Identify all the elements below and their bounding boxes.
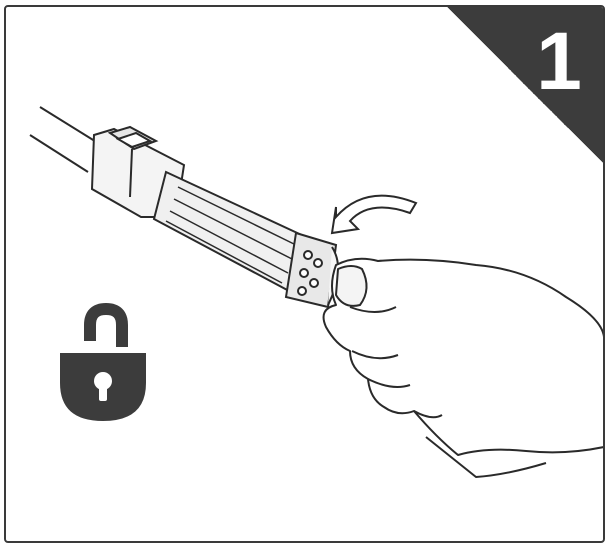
illustration — [6, 7, 605, 543]
hose-tube — [30, 107, 98, 172]
curved-rotate-arrow-icon — [332, 196, 416, 233]
unlocked-padlock-icon — [60, 309, 146, 421]
locking-ring — [286, 233, 338, 307]
instruction-panel: 1 — [4, 5, 605, 543]
hand — [324, 259, 604, 477]
handle-body — [154, 172, 306, 292]
